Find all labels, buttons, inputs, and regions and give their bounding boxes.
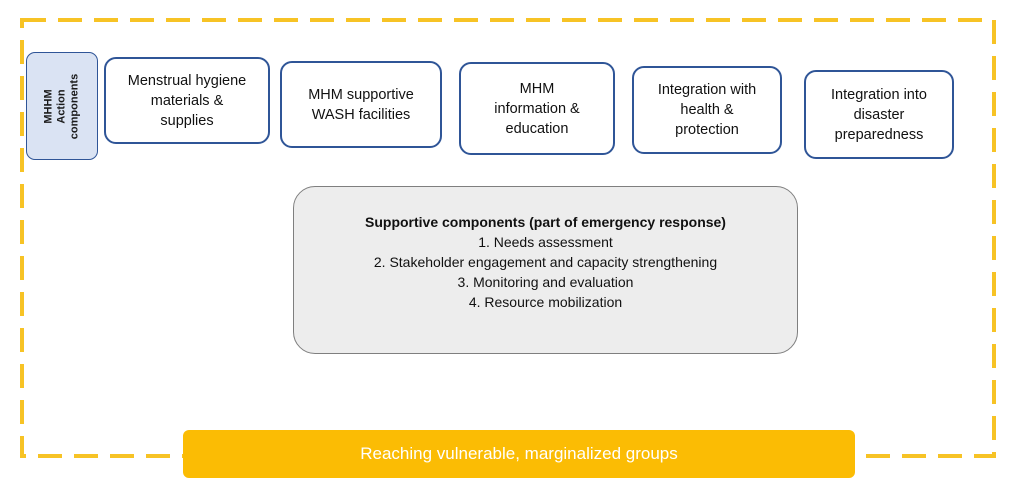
- component-disaster-preparedness: Integration into disaster preparedness: [804, 70, 954, 159]
- reaching-groups-banner: Reaching vulnerable, marginalized groups: [183, 430, 855, 478]
- supportive-components-box: Supportive components (part of emergency…: [293, 186, 798, 354]
- supportive-item: 4. Resource mobilization: [468, 294, 623, 310]
- supportive-item: 2. Stakeholder engagement and capacity s…: [373, 254, 718, 270]
- supportive-item: 1. Needs assessment: [478, 234, 613, 250]
- action-components-label-text: MHHM Action components: [42, 73, 81, 139]
- component-wash-facilities: MHM supportive WASH facilities: [280, 61, 442, 148]
- component-health-protection: Integration with health & protection: [632, 66, 782, 154]
- component-menstrual-materials: Menstrual hygiene materials & supplies: [104, 57, 270, 144]
- reaching-groups-banner-text: Reaching vulnerable, marginalized groups: [360, 444, 678, 463]
- supportive-components-title: Supportive components (part of emergency…: [365, 214, 726, 230]
- component-information-education: MHM information & education: [459, 62, 615, 155]
- supportive-item: 3. Monitoring and evaluation: [457, 274, 634, 290]
- action-components-label: MHHM Action components: [26, 52, 98, 160]
